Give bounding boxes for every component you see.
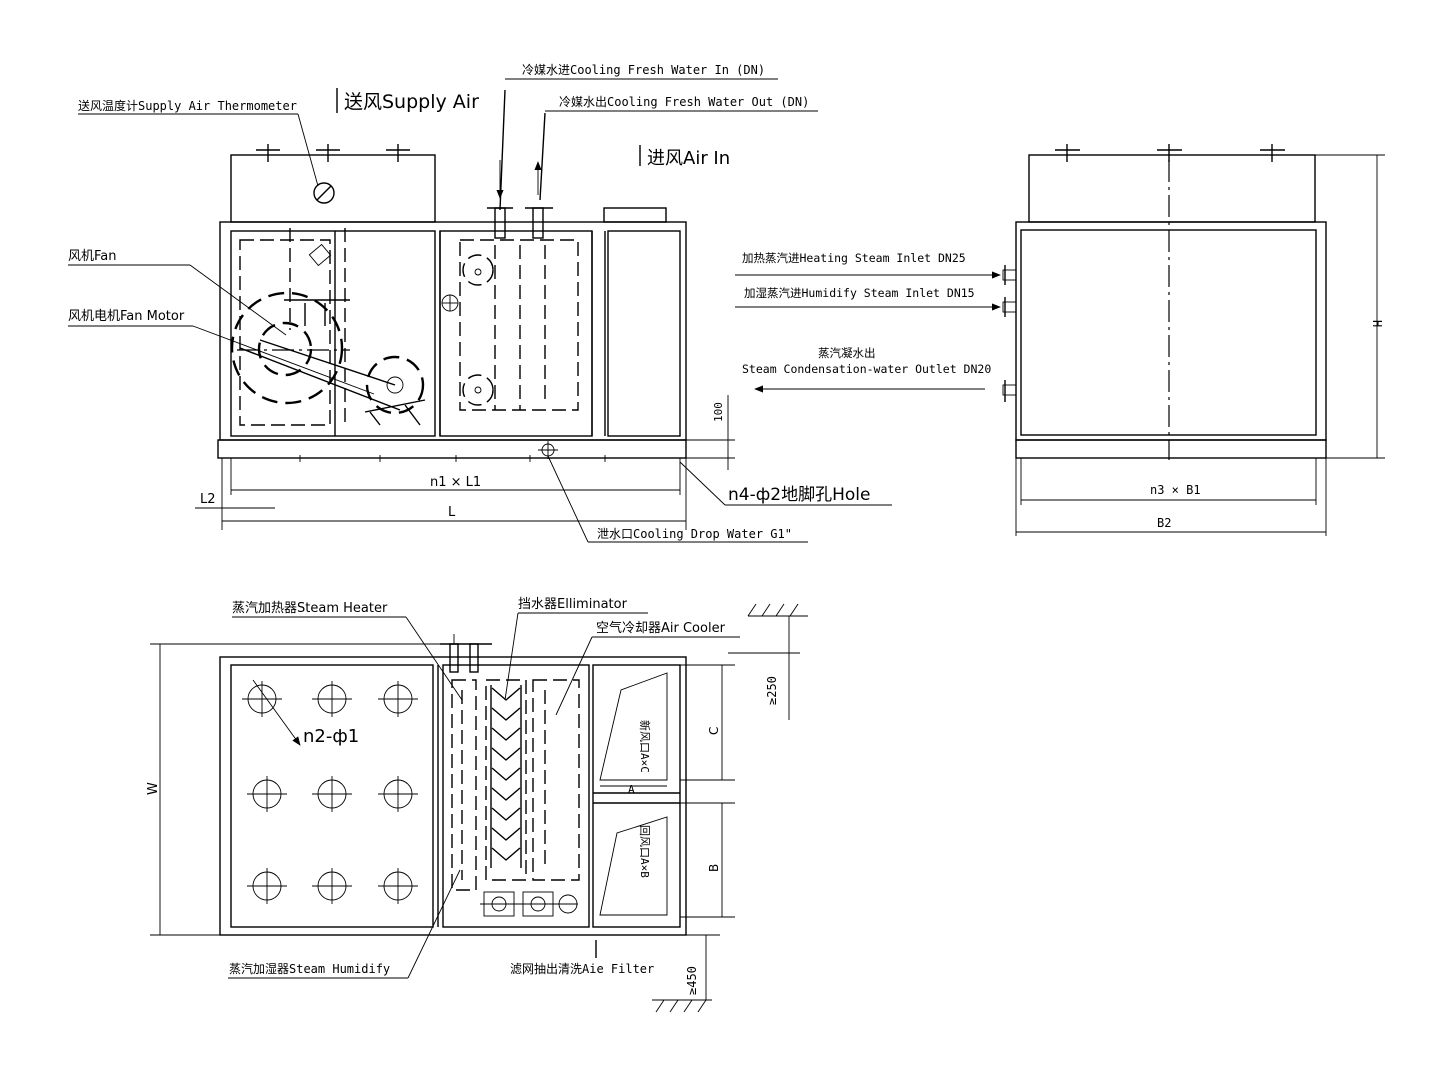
dim-450: ≥450 (685, 966, 699, 995)
condensate-en-label: Steam Condensation-water Outlet DN20 (742, 362, 991, 376)
eliminator-icon (485, 679, 527, 881)
hole-label: n4-ф2地脚孔Hole (728, 485, 870, 505)
supply-air-label: 送风Supply Air (344, 91, 479, 113)
top-flanges (256, 144, 410, 162)
fan-label: 风机Fan (68, 249, 117, 264)
fan-motor-label: 风机电机Fan Motor (68, 309, 185, 324)
air-in-label: 进风Air In (647, 148, 730, 169)
plan-valves (480, 891, 578, 917)
dim-b2: B2 (1157, 516, 1171, 530)
plan-view: n2-ф1 新风口A×C (146, 597, 808, 1013)
drop-water-label: 泄水口Cooling Drop Water G1" (597, 527, 792, 541)
steam-heater-label: 蒸汽加热器Steam Heater (232, 601, 388, 616)
cooling-coil-icon (441, 239, 579, 411)
dim-l: L (448, 505, 456, 520)
steam-heater-icon (451, 679, 477, 891)
condensate-cn-label: 蒸汽凝水出 (818, 346, 876, 360)
cooling-pipe-stubs (487, 89, 667, 239)
dim-250: ≥250 (765, 676, 779, 705)
dim-w: W (146, 782, 161, 795)
heating-steam-label: 加热蒸汽进Heating Steam Inlet DN25 (742, 251, 966, 265)
dim-100: 100 (712, 402, 725, 422)
dim-n3b1: n3 × B1 (1150, 483, 1201, 497)
front-view: 送风Supply Air 进风Air In 送风温度计Supply Air Th… (68, 63, 892, 543)
eliminator-label: 挡水器Elliminator (518, 597, 628, 612)
humidify-steam-label: 加湿蒸汽进Humidify Steam Inlet DN15 (744, 286, 975, 300)
holes-label: n2-ф1 (303, 726, 359, 747)
dim-a: A (628, 783, 635, 796)
dim-n1l1: n1 × L1 (430, 475, 481, 490)
return-air-opening: 回风口A×B (599, 816, 668, 916)
fan-icon (230, 228, 350, 425)
air-cooler-label: 空气冷却器Air Cooler (596, 620, 726, 636)
dim-h: H (1370, 320, 1384, 327)
cooling-in-label: 冷媒水进Cooling Fresh Water In (DN) (522, 63, 765, 77)
dim-b: B (707, 864, 721, 872)
thermometer-icon (313, 182, 335, 204)
cooling-out-label: 冷媒水出Cooling Fresh Water Out (DN) (559, 95, 809, 109)
fresh-air-label: 新风口A×C (638, 720, 652, 773)
thermometer-label: 送风温度计Supply Air Thermometer (78, 98, 297, 113)
fan-motor-icon (239, 339, 426, 426)
air-filter-label: 滤网抽出清洗Aie Filter (510, 962, 654, 976)
fresh-air-opening: 新风口A×C (599, 672, 668, 781)
dim-l2: L2 (200, 492, 216, 507)
return-air-label: 回风口A×B (638, 825, 651, 878)
dim-c: C (707, 727, 721, 735)
air-cooler-icon (532, 679, 580, 881)
steam-humidify-label: 蒸汽加湿器Steam Humidify (229, 961, 390, 976)
side-view: 加热蒸汽进Heating Steam Inlet DN25 加湿蒸汽进Humid… (735, 144, 1385, 536)
mounting-holes (242, 681, 418, 904)
